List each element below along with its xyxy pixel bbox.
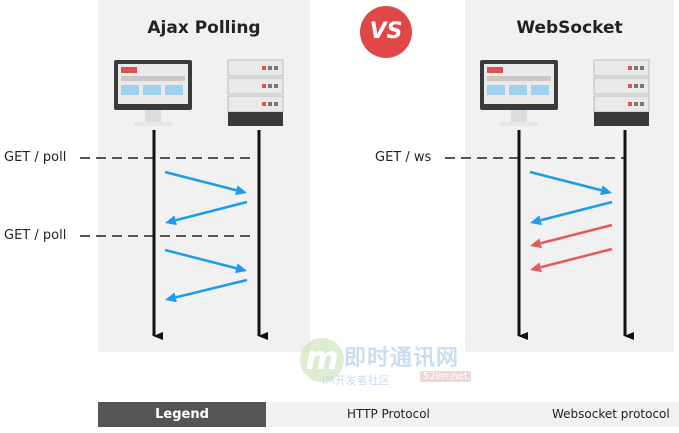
get-poll-label: GET / poll — [4, 150, 67, 165]
get-ws-label: GET / ws — [375, 150, 432, 165]
ajax-polling-panel — [98, 0, 310, 352]
server-icon — [227, 59, 284, 126]
http-response-arrow — [165, 278, 248, 303]
http-response-arrow — [530, 200, 613, 226]
watermark-url: 52im.net — [420, 371, 471, 382]
websocket-push-arrow — [530, 247, 613, 273]
legend-websocket-label: Websocket protocol — [552, 407, 670, 421]
ajax-polling-title: Ajax Polling — [147, 18, 261, 38]
legend-title: Legend — [98, 402, 266, 427]
http-response-arrow — [165, 200, 248, 226]
client-monitor-icon — [480, 60, 558, 126]
client-monitor-icon — [114, 60, 192, 126]
http-request-arrow — [164, 170, 247, 196]
server-icon — [593, 59, 650, 126]
legend-strip — [266, 402, 679, 427]
websocket-push-arrow — [530, 223, 613, 249]
legend-http-label: HTTP Protocol — [347, 407, 430, 421]
http-request-arrow — [529, 170, 612, 196]
watermark: m 即时通讯网 IM开发者社区 52im.net — [300, 338, 480, 390]
http-request-arrow — [164, 248, 247, 274]
watermark-title: 即时通讯网 — [344, 346, 460, 371]
websocket-title: WebSocket — [516, 18, 623, 38]
websocket-panel — [465, 0, 674, 352]
vs-badge: VS — [360, 6, 412, 58]
get-poll-label: GET / poll — [4, 228, 67, 243]
watermark-logo: m — [300, 338, 344, 382]
watermark-subtitle: IM开发者社区 — [322, 374, 390, 387]
